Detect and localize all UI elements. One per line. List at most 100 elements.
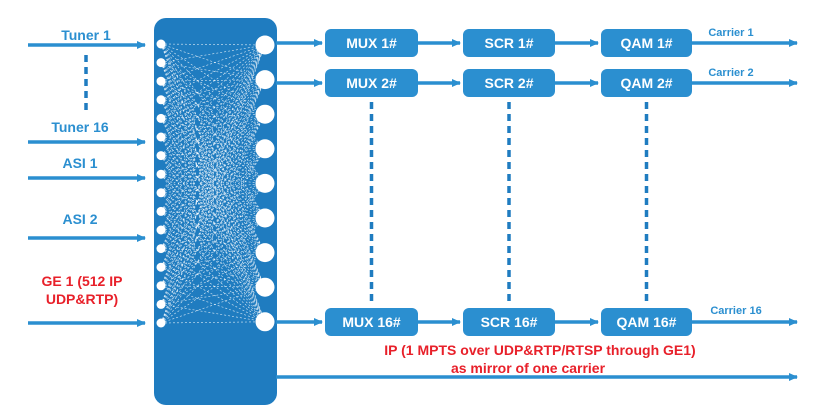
ip-output-label-line2: as mirror of one carrier <box>451 360 606 376</box>
matrix-connection-line <box>160 148 266 305</box>
matrix-input-port <box>156 244 166 254</box>
matrix-connection-line <box>160 321 266 324</box>
matrix-connection-line <box>160 136 266 219</box>
qam16-box <box>601 308 692 336</box>
matrix-connection-line <box>160 62 266 288</box>
matrix-output-port <box>255 243 275 263</box>
matrix-output-port <box>255 104 275 124</box>
matrix-connection-line <box>160 148 266 212</box>
matrix-connection-line <box>160 192 266 288</box>
matrix-connection-line <box>160 62 266 184</box>
mux16-label: MUX 16# <box>342 314 401 330</box>
ge1-label-line1: GE 1 (512 IP <box>42 273 123 289</box>
matrix-connection-line <box>160 99 266 253</box>
matrix-connection-line <box>160 113 266 119</box>
matrix-output-port <box>255 208 275 228</box>
matrix-connection-line <box>160 44 266 305</box>
carrier1-label: Carrier 1 <box>708 27 753 39</box>
matrix-connection-line <box>160 248 266 288</box>
matrix-connection-line <box>160 62 266 80</box>
matrix-connection-line <box>160 252 266 268</box>
tuner16-label: Tuner 16 <box>51 119 109 135</box>
qam1-label: QAM 1# <box>620 35 672 51</box>
matrix-connection-line <box>160 266 266 288</box>
mux16-box <box>325 308 418 336</box>
matrix-connection-line <box>160 43 266 288</box>
matrix-connection-line <box>160 266 266 323</box>
mux2-box <box>325 69 418 97</box>
matrix-connection-line <box>160 114 266 268</box>
matrix-connection-line <box>160 113 266 175</box>
matrix-connection-line <box>160 173 266 253</box>
matrix-connection-line <box>160 183 266 305</box>
scr1-box <box>463 29 555 57</box>
matrix-connection-line <box>160 62 266 219</box>
scr2-box <box>463 69 555 97</box>
matrix-input-port <box>156 58 166 68</box>
matrix-connection-line <box>160 173 266 184</box>
matrix-connection-line <box>160 173 266 288</box>
matrix-input-port <box>156 113 166 123</box>
matrix-connection-line <box>160 285 266 288</box>
matrix-connection-line <box>160 44 266 138</box>
matrix-connection-line <box>160 79 266 249</box>
matrix-connection-line <box>160 79 266 82</box>
matrix-connection-line <box>160 304 266 323</box>
matrix-output-port <box>255 277 275 297</box>
matrix-connection-line <box>160 43 266 150</box>
matrix-connection-line <box>160 44 266 101</box>
matrix-connection-line <box>160 114 266 324</box>
matrix-connection-line <box>160 183 266 231</box>
matrix-connection-line <box>160 79 266 194</box>
matrix-connection-line <box>160 44 266 212</box>
matrix-connection-line <box>160 136 266 184</box>
scr16-box <box>463 308 555 336</box>
matrix-input-port <box>156 262 166 272</box>
matrix-connection-line <box>160 148 266 324</box>
matrix-connection-line <box>160 80 266 184</box>
matrix-connection-line <box>160 43 266 46</box>
matrix-connection-line <box>160 81 266 253</box>
matrix-connection-line <box>160 62 266 115</box>
matrix-connection-line <box>160 114 266 286</box>
matrix-connection-line <box>160 43 266 219</box>
matrix-connection-line <box>160 43 266 253</box>
matrix-connection-line <box>160 44 266 268</box>
mux1-box <box>325 29 418 57</box>
matrix-connection-line <box>160 148 266 249</box>
matrix-connection-line <box>160 211 266 219</box>
matrix-input-port <box>156 206 166 216</box>
matrix-connection-line <box>160 118 266 219</box>
matrix-input-port <box>156 95 166 105</box>
matrix-output-port <box>255 312 275 332</box>
matrix-connection-line <box>160 113 266 194</box>
matrix-connection-line <box>160 79 266 286</box>
matrix-connection-line <box>160 148 266 231</box>
matrix-connection-line <box>160 155 266 219</box>
matrix-connection-line <box>160 148 266 156</box>
matrix-input-port <box>156 281 166 291</box>
matrix-connection-line <box>160 217 266 324</box>
matrix-connection-line <box>160 113 266 138</box>
matrix-input-port <box>156 299 166 309</box>
mux2-label: MUX 2# <box>346 75 397 91</box>
matrix-connection-line <box>160 79 266 305</box>
matrix-connection-line <box>160 183 266 212</box>
matrix-connection-line <box>160 252 266 305</box>
matrix-connection-line <box>160 44 266 156</box>
matrix-connection-line <box>160 43 266 322</box>
matrix-connection-line <box>160 99 266 150</box>
mux1-label: MUX 1# <box>346 35 397 51</box>
asi1-label: ASI 1 <box>62 155 97 171</box>
matrix-connection-line <box>160 217 266 287</box>
matrix-connection-line <box>160 79 266 231</box>
matrix-connection-line <box>160 183 266 287</box>
matrix-connection-line <box>160 183 266 194</box>
matrix-output-port <box>255 173 275 193</box>
matrix-connection-line <box>160 81 266 219</box>
matrix-connection-line <box>160 192 266 219</box>
matrix-output-ports <box>255 35 275 332</box>
matrix-connection-line <box>160 148 266 286</box>
matrix-input-port <box>156 318 166 328</box>
matrix-connection-line <box>160 118 266 184</box>
